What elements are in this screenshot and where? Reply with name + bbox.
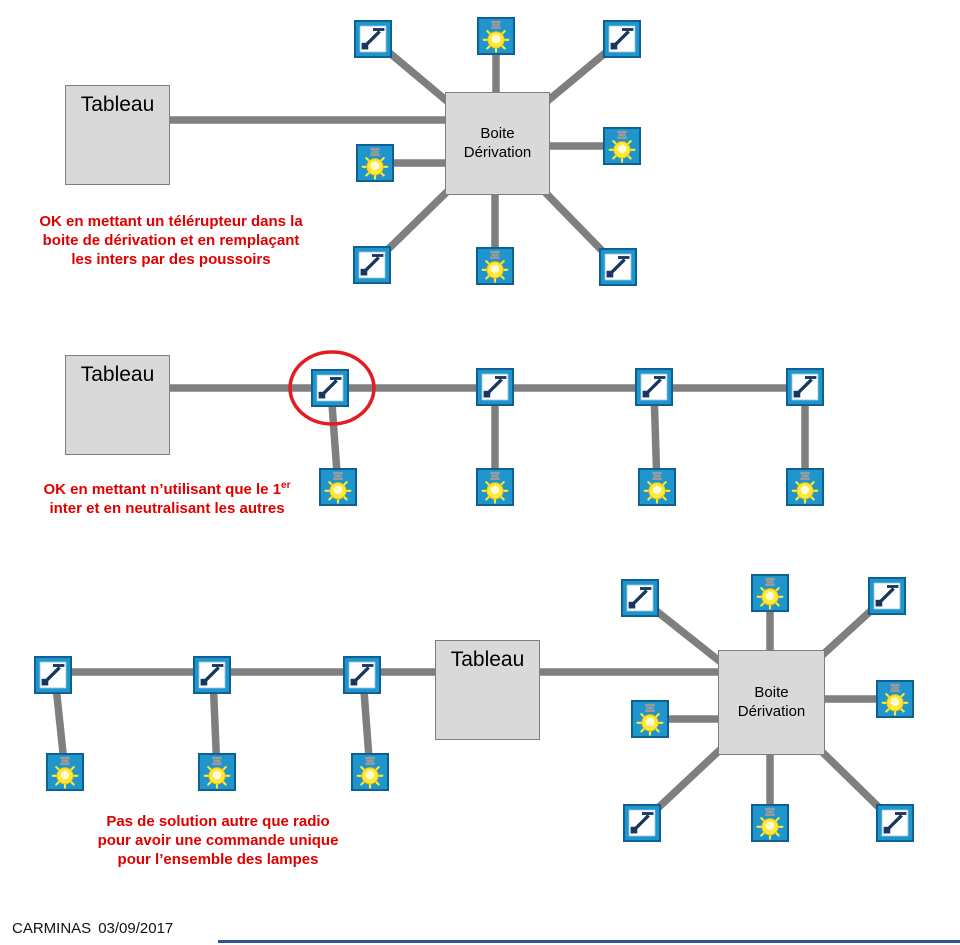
caption-line: pour l’ensemble des lampes [117, 851, 319, 868]
junction-label: Boite Dérivation [737, 683, 806, 720]
caption-diagram-2: OK en mettant n’utilisant que le 1er int… [17, 476, 317, 518]
switch-icon [34, 656, 72, 694]
caption-line: inter et en neutralisant les autres [49, 500, 285, 517]
tableau-box-1: Tableau [65, 85, 170, 185]
junction-box-3: Boite Dérivation [718, 650, 825, 755]
lamp-icon [631, 700, 669, 738]
lamp-icon [876, 680, 914, 718]
lamp-icon [603, 127, 641, 165]
bottom-rule [218, 940, 960, 943]
switch-icon [621, 579, 659, 617]
lamp-icon [751, 804, 789, 842]
caption-line: OK en mettant un télérupteur dans la [39, 213, 303, 230]
lamp-icon [786, 468, 824, 506]
switch-icon [193, 656, 231, 694]
switch-icon [599, 248, 637, 286]
footer-credit: CARMINAS 03/09/2017 [12, 920, 173, 937]
caption-line: OK en mettant n’utilisant que le 1er [43, 480, 291, 498]
lamp-icon [476, 247, 514, 285]
caption-line: Pas de solution autre que radio [106, 813, 330, 830]
switch-icon [876, 804, 914, 842]
switch-icon [353, 246, 391, 284]
lamp-icon [198, 753, 236, 791]
tableau-label: Tableau [80, 363, 155, 386]
tableau-box-3: Tableau [435, 640, 540, 740]
lamp-icon [351, 753, 389, 791]
lamp-icon [638, 468, 676, 506]
author-name: CARMINAS [12, 920, 92, 937]
lamp-icon [751, 574, 789, 612]
highlight-circle [288, 350, 376, 426]
switch-icon [354, 20, 392, 58]
junction-label: Boite Dérivation [463, 124, 532, 161]
switch-icon [603, 20, 641, 58]
switch-icon [868, 577, 906, 615]
tableau-box-2: Tableau [65, 355, 170, 455]
switch-icon [311, 369, 349, 407]
caption-line: boite de dérivation et en remplaçant [42, 232, 300, 249]
lamp-icon [476, 468, 514, 506]
lamp-icon [477, 17, 515, 55]
caption-diagram-3: Pas de solution autre que radio pour avo… [68, 812, 368, 869]
caption-diagram-1: OK en mettant un télérupteur dans la boi… [21, 212, 321, 269]
lamp-icon [319, 468, 357, 506]
tableau-label: Tableau [450, 648, 525, 671]
switch-icon [623, 804, 661, 842]
switch-icon [786, 368, 824, 406]
caption-line: pour avoir une commande unique [97, 832, 339, 849]
lamp-icon [356, 144, 394, 182]
date-text: 03/09/2017 [98, 920, 174, 937]
switch-icon [476, 368, 514, 406]
switch-icon [635, 368, 673, 406]
caption-line: les inters par des poussoirs [71, 251, 271, 268]
switch-icon [343, 656, 381, 694]
tableau-label: Tableau [80, 93, 155, 116]
lamp-icon [46, 753, 84, 791]
junction-box-1: Boite Dérivation [445, 92, 550, 195]
wires-diagram-2 [120, 384, 809, 488]
